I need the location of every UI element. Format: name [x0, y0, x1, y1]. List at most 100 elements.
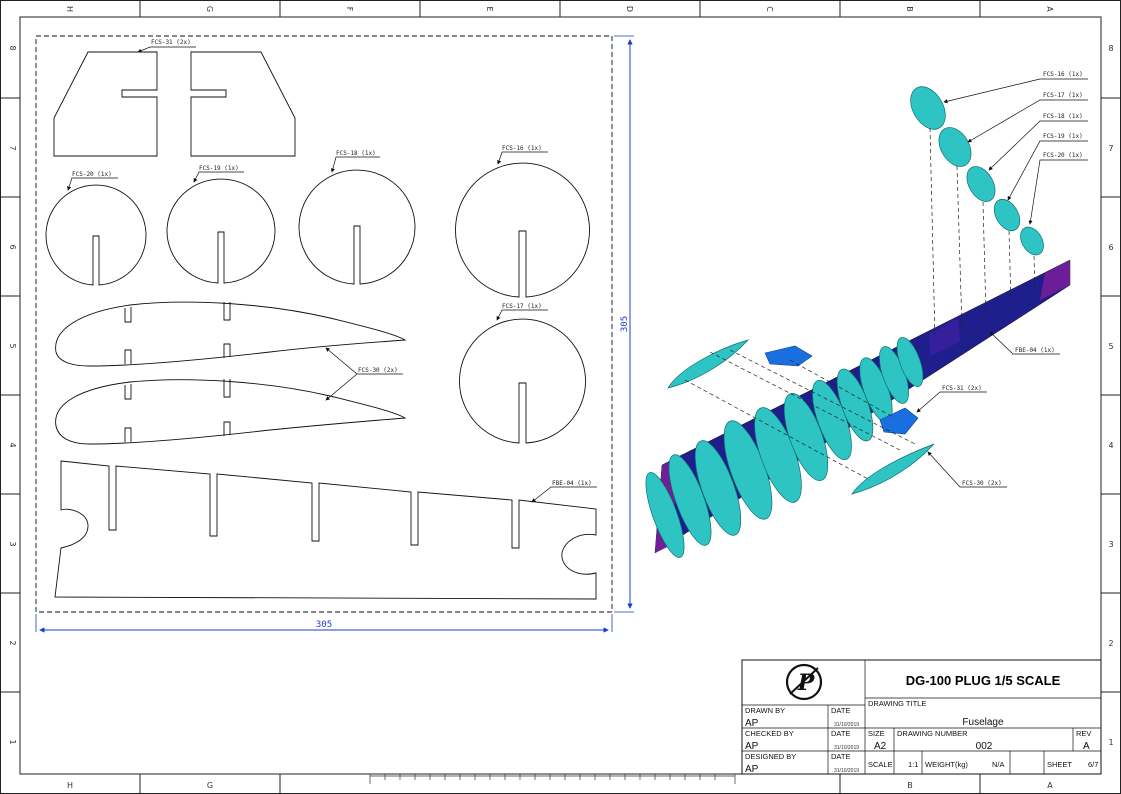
sheet-value: 6/7 — [1088, 760, 1098, 769]
title-block: P DG-100 PLUG 1/5 SCALE DRAWING TITLE Fu… — [741, 659, 1102, 775]
zone-row-left: 3 — [8, 541, 17, 546]
callout-fbe04: FBE-04 (1x) — [552, 480, 592, 487]
flat-callouts: FCS-31 (2x) FCS-20 (1x) FCS-19 (1x) FCS-… — [67, 39, 597, 503]
part-fcs30-upper — [55, 301, 407, 367]
zone-row-left: 1 — [8, 739, 17, 744]
zone-col-top: C — [765, 6, 774, 12]
assembly-formers — [645, 336, 924, 558]
drawing-number-label: DRAWING NUMBER — [897, 729, 968, 738]
zone-col-top: G — [205, 6, 214, 12]
dimension-width-label: 305 — [316, 620, 332, 630]
checked-by-label: CHECKED BY — [745, 729, 794, 738]
company-logo: P — [785, 663, 823, 701]
callout-fcs16: FCS-16 (1x) — [502, 145, 542, 152]
zone-labels: H G F E D C B A H G B A 8 7 6 5 4 3 2 1 … — [8, 6, 1114, 790]
dimension-height: 305 — [614, 35, 634, 613]
dimension-width: 305 — [35, 614, 613, 633]
zone-row-right: 2 — [1108, 639, 1113, 648]
date-label-checked: DATE — [831, 729, 850, 738]
zone-row-left: 6 — [8, 244, 17, 249]
size-label: SIZE — [868, 729, 885, 738]
part-fcs19 — [166, 178, 276, 284]
assembly-fcs31-left — [764, 345, 813, 367]
zone-row-left: 5 — [8, 343, 17, 348]
part-fcs31-right — [190, 51, 296, 157]
zone-col-top: E — [485, 6, 494, 11]
assembly-callout-fcs18: FCS-18 (1x) — [1043, 113, 1083, 120]
zone-row-left: 2 — [8, 640, 17, 645]
date-checked: 31/10/2019 — [834, 745, 859, 751]
zone-row-right: 5 — [1108, 342, 1113, 351]
designed-by-label: DESIGNED BY — [745, 752, 796, 761]
drawing-title-label: DRAWING TITLE — [868, 699, 926, 708]
assembly-callout-fbe04: FBE-04 (1x) — [1015, 347, 1055, 354]
part-fcs30-lower — [55, 379, 407, 445]
dimension-height-label: 305 — [620, 316, 630, 332]
zone-col-top: B — [905, 6, 914, 12]
designed-by-value: AP — [745, 764, 759, 775]
assembly-callout-fcs19: FCS-19 (1x) — [1043, 133, 1083, 140]
callout-fcs19: FCS-19 (1x) — [199, 165, 239, 172]
callout-fcs18: FCS-18 (1x) — [336, 150, 376, 157]
zone-col-top: F — [345, 7, 354, 12]
zone-row-right: 1 — [1108, 738, 1113, 747]
assembly-callout-fcs30: FCS-30 (2x) — [962, 480, 1002, 487]
zone-row-right: 8 — [1108, 44, 1113, 53]
part-fbe04 — [54, 460, 597, 600]
weight-label: WEIGHT(kg) — [925, 760, 968, 769]
date-drawn: 31/10/2019 — [834, 722, 859, 728]
assembly-callout-fcs17: FCS-17 (1x) — [1043, 92, 1083, 99]
part-fcs30-upper-slots — [124, 302, 231, 364]
zone-row-right: 3 — [1108, 540, 1113, 549]
zone-col-top: A — [1045, 6, 1054, 12]
assembly-fcs17 — [938, 127, 972, 167]
assembly-view: FCS-16 (1x) FCS-17 (1x) FCS-18 (1x) FCS-… — [645, 71, 1088, 558]
assembly-fcs20 — [1020, 226, 1044, 256]
callout-fcs30: FCS-30 (2x) — [358, 367, 398, 374]
zone-row-right: 6 — [1108, 243, 1113, 252]
drawing-number-value: 002 — [976, 741, 993, 752]
part-fcs31-left — [53, 51, 158, 157]
logo-mark: P — [797, 670, 816, 696]
drawing-main-title: DG-100 PLUG 1/5 SCALE — [906, 673, 1061, 688]
part-fcs18 — [298, 169, 416, 285]
zone-col-bottom: B — [907, 781, 913, 790]
callout-fcs20: FCS-20 (1x) — [72, 171, 112, 178]
drawn-by-label: DRAWN BY — [745, 706, 785, 715]
cut-sheet — [35, 35, 613, 613]
assembly-fcs19 — [993, 198, 1021, 232]
rev-value: A — [1083, 741, 1090, 752]
zone-row-right: 4 — [1108, 441, 1113, 450]
assembly-fcs18 — [966, 166, 996, 202]
scale-value: 1:1 — [908, 760, 918, 769]
zone-col-bottom: G — [207, 781, 213, 790]
part-fcs17 — [459, 318, 586, 444]
flat-parts — [45, 51, 597, 600]
scale-label: SCALE — [868, 760, 893, 769]
assembly-fcs30-right — [851, 443, 935, 495]
date-designed: 31/10/2019 — [834, 768, 859, 774]
callout-fcs17: FCS-17 (1x) — [502, 303, 542, 310]
date-label-designed: DATE — [831, 752, 850, 761]
sheet-label: SHEET — [1047, 760, 1072, 769]
drawing-title-value: Fuselage — [962, 717, 1004, 728]
assembly-fcs30-left — [667, 339, 750, 389]
callout-fcs31: FCS-31 (2x) — [151, 39, 191, 46]
zone-row-right: 7 — [1108, 144, 1113, 153]
zone-row-left: 4 — [8, 442, 17, 447]
zone-row-left: 7 — [8, 145, 17, 150]
assembly-callout-fcs31: FCS-31 (2x) — [942, 385, 982, 392]
zone-col-top: H — [65, 6, 74, 12]
zone-col-bottom: A — [1047, 781, 1053, 790]
part-fcs16 — [455, 162, 590, 298]
size-value: A2 — [874, 741, 887, 752]
assembly-callout-fcs16: FCS-16 (1x) — [1043, 71, 1083, 78]
zone-col-top: D — [625, 6, 634, 12]
part-fcs20 — [45, 184, 147, 286]
drawn-by-value: AP — [745, 718, 759, 729]
checked-by-value: AP — [745, 741, 759, 752]
zone-col-bottom: H — [67, 781, 73, 790]
weight-value: N/A — [992, 760, 1005, 769]
assembly-fcs31-right — [879, 407, 919, 435]
